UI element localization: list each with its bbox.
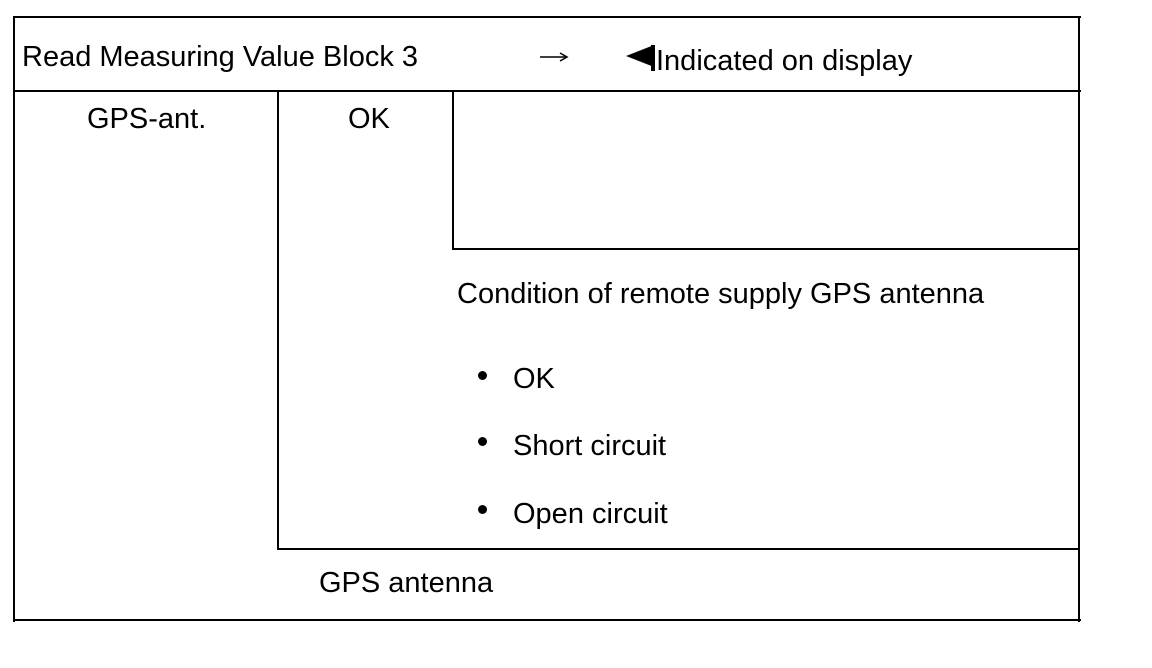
frame-right-border <box>1078 16 1080 622</box>
field-value-ok: OK <box>348 103 390 135</box>
display-note: Indicated on display <box>656 45 913 77</box>
bracket-inner-horizontal <box>452 248 1080 250</box>
bracket-inner-vertical <box>452 90 454 250</box>
bracket-outer-horizontal <box>277 548 1080 550</box>
option-ok: OK <box>513 363 555 395</box>
frame-top-border <box>13 16 1081 18</box>
block-title: Read Measuring Value Block 3 <box>22 41 419 73</box>
bracket-outer-vertical <box>277 90 279 550</box>
option-open-circuit: Open circuit <box>513 498 668 530</box>
right-arrow-icon <box>540 52 569 62</box>
frame-left-border <box>13 16 15 622</box>
option-short-circuit: Short circuit <box>513 430 667 462</box>
bullet-dot <box>478 505 487 514</box>
footer-caption: GPS antenna <box>319 567 494 599</box>
field-label-gps-ant: GPS-ant. <box>87 103 207 135</box>
frame-bottom-border <box>13 619 1081 621</box>
condition-description: Condition of remote supply GPS antenna <box>457 278 985 310</box>
bullet-dot <box>478 371 487 380</box>
bullet-dot <box>478 437 487 446</box>
left-triangle-pointer-icon <box>626 45 655 71</box>
header-separator <box>13 90 1081 92</box>
